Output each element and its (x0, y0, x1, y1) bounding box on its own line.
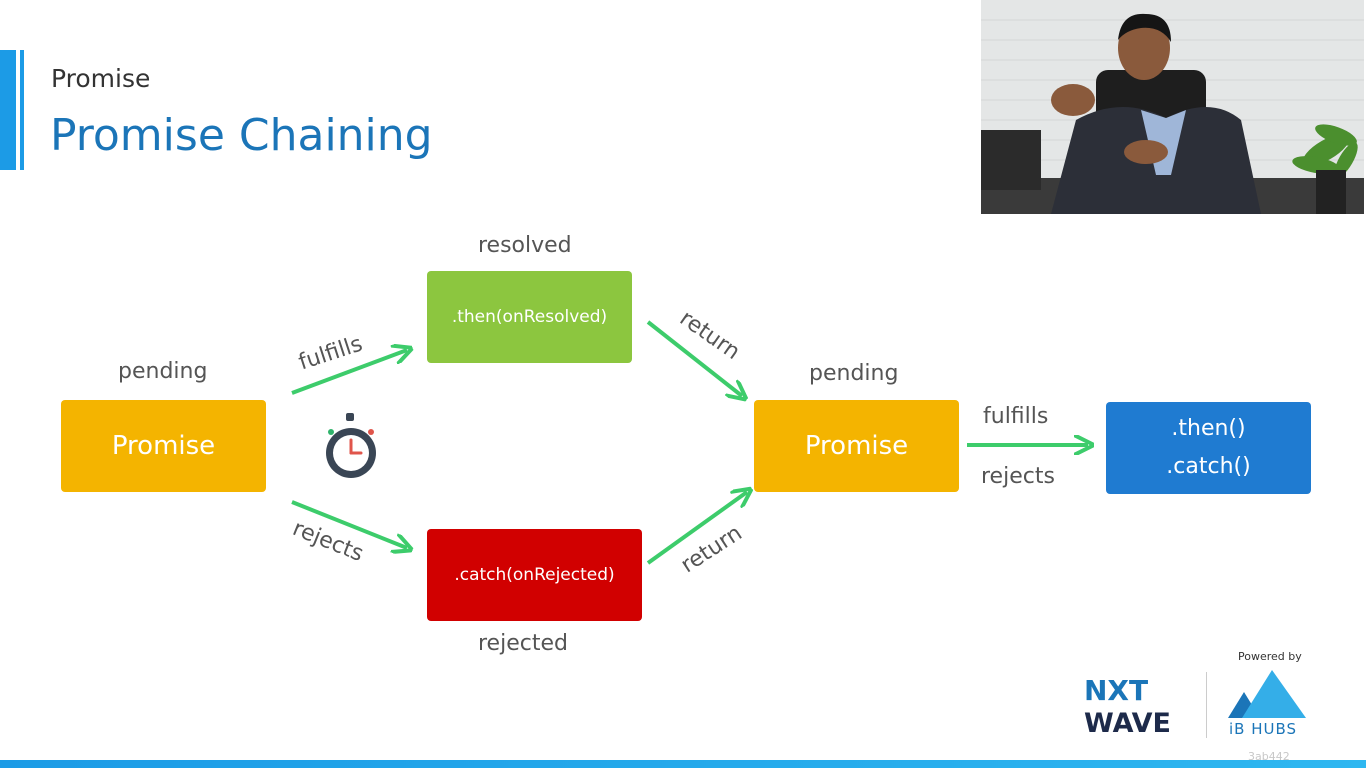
left-promise-box: Promise (61, 400, 266, 492)
final-fulfills-label: fulfills (983, 404, 1049, 429)
rejected-label: rejected (478, 631, 568, 656)
nxt-bottom-text: WAVE (1084, 708, 1171, 738)
final-rejects-label: rejects (981, 464, 1055, 489)
accent-bar (0, 50, 16, 170)
powered-by-text: Powered by (1238, 650, 1302, 663)
arrow-rejects (291, 500, 407, 548)
final-catch-text: .catch() (1166, 454, 1251, 479)
nxtwave-logo: NXT WAVE (1082, 672, 1190, 739)
ib-hubs-text: iB HUBS (1229, 720, 1298, 738)
presenter-video (981, 0, 1364, 214)
arrow-fulfills (291, 350, 407, 395)
right-state-label: pending (809, 361, 899, 386)
presenter-image (981, 0, 1364, 214)
final-then-text: .then() (1171, 416, 1246, 441)
stopwatch-icon (326, 413, 376, 478)
logo-divider (1206, 672, 1207, 738)
final-box: .then() .catch() (1106, 402, 1311, 494)
slide-subtitle: Promise (51, 64, 151, 93)
watermark-text: 3ab442 (1248, 750, 1290, 763)
nxt-top-text: NXT (1084, 674, 1148, 707)
left-state-label: pending (118, 359, 208, 384)
accent-bar-thin (20, 50, 24, 170)
arrow-return-top (646, 320, 742, 396)
ib-hubs-logo (1224, 652, 1314, 742)
resolved-label: resolved (478, 233, 572, 258)
slide-title: Promise Chaining (50, 110, 433, 161)
then-box: .then(onResolved) (427, 271, 632, 363)
right-promise-box: Promise (754, 400, 959, 492)
bottom-bar (0, 760, 1366, 768)
arrow-return-bottom (646, 492, 747, 565)
catch-box: .catch(onRejected) (427, 529, 642, 621)
